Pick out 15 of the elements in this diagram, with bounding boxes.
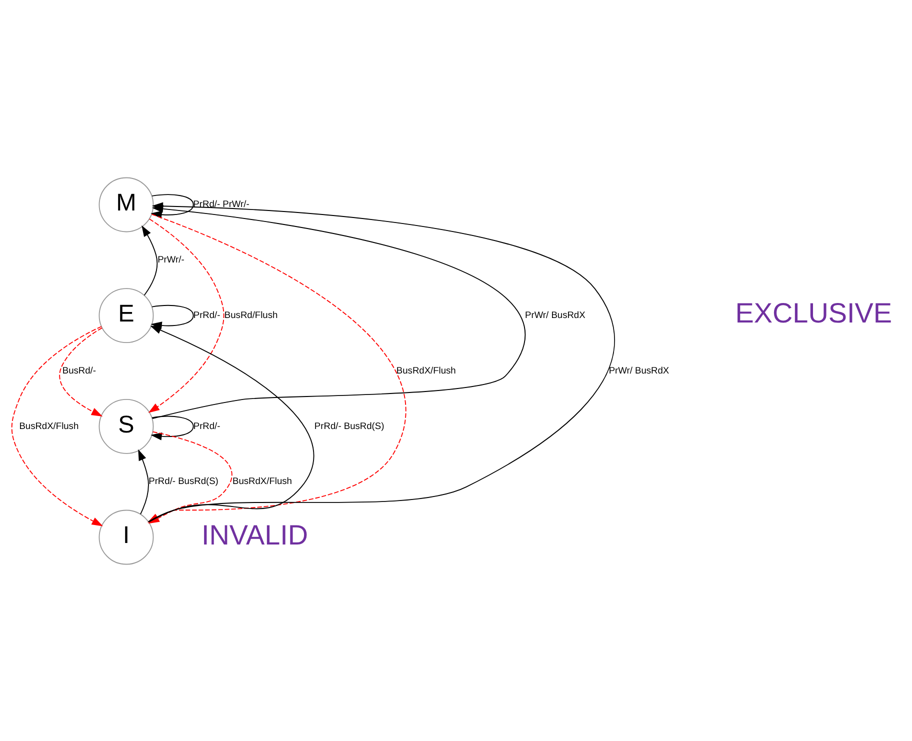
edge-label: PrRd/-	[193, 309, 220, 320]
label: EXCLUSIVE	[735, 297, 892, 328]
edge-label: PrWr/-	[158, 254, 184, 264]
edge-label: PrRd/- BusRd(S)	[148, 476, 218, 486]
edge-label: PrWr/ BusRdX	[525, 309, 586, 320]
label: INVALID	[201, 518, 308, 550]
edge-label: BusRd/-	[62, 364, 96, 375]
edge-label: PrRd/- BusRd(S)	[314, 420, 384, 430]
edge-label: BusRdX/Flush	[19, 420, 79, 430]
edge-label: PrWr/ BusRdX	[608, 364, 670, 375]
edge-label: PrRd/- PrWr/-	[193, 198, 250, 209]
edge-label: BusRdX/Flush	[232, 476, 292, 486]
edge-label: BusRdX/Flush	[396, 364, 456, 375]
edge-label: PrRd/-	[193, 420, 220, 430]
edge-label: BusRd/Flush	[224, 309, 278, 320]
